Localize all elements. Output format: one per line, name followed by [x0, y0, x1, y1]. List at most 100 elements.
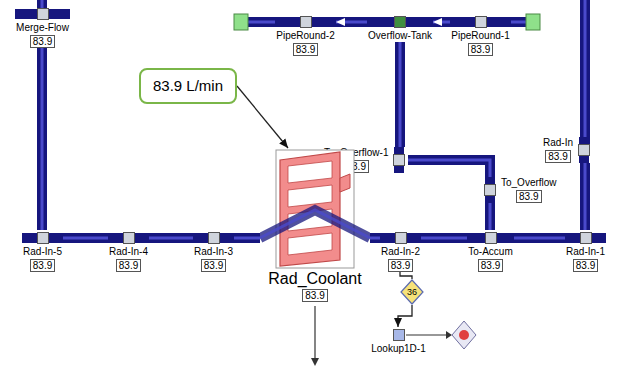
signal-line — [237, 86, 288, 148]
radiator-cap — [340, 174, 350, 192]
component-node: PipeRound-183.9 — [450, 14, 511, 56]
pipe-body — [234, 233, 260, 243]
pipe-body — [395, 42, 405, 147]
component-label: To-Accum — [467, 246, 513, 258]
callout-text: 83.9 L/min — [153, 77, 223, 95]
flow-value: 83.9 — [30, 259, 55, 272]
component-label: PipeRound-1 — [450, 30, 510, 42]
component-icon — [475, 16, 487, 28]
component-label: PipeRound-2 — [275, 30, 335, 42]
icon-row — [193, 230, 234, 246]
callout-box: 83.9 L/min — [139, 68, 237, 104]
label-column: Rad-In83.9 — [540, 137, 576, 163]
pipe-body — [514, 233, 565, 243]
coolant-pipe — [234, 238, 260, 239]
component-icon — [37, 8, 49, 20]
flow-value: 83.9 — [573, 259, 598, 272]
component-icon — [300, 16, 312, 28]
pipe-body — [37, 48, 47, 230]
component-node: PipeRound-283.9 — [275, 14, 336, 56]
pipe-core — [370, 237, 380, 240]
icon-row — [380, 230, 421, 246]
pipe-body — [370, 233, 380, 243]
component-node: Merge-Flow83.9 — [15, 6, 70, 48]
component-node: Rad-In-483.9 — [108, 230, 149, 272]
diamond-shape — [401, 280, 423, 304]
icon-row — [108, 230, 149, 246]
component-label: Rad-In-3 — [193, 246, 234, 258]
flow-value: 83.9 — [201, 259, 226, 272]
icon-row — [367, 14, 433, 30]
coolant-pipe — [433, 22, 450, 23]
coolant-pipe — [42, 48, 43, 230]
pipe-body — [336, 17, 367, 27]
coolant-pipe — [370, 238, 380, 239]
component-node: Rad-In83.9 — [540, 137, 593, 163]
component-node: Rad-In-583.9 — [22, 230, 63, 272]
outlet-arrowhead — [311, 358, 319, 366]
connector-line — [237, 86, 288, 148]
component-icon — [123, 232, 135, 244]
pipe-end — [526, 14, 540, 30]
radiator-drawing — [260, 148, 370, 270]
radiator-fin — [288, 233, 332, 255]
pipe-core — [433, 21, 450, 24]
pipe-body — [421, 233, 467, 243]
pipe-core — [41, 48, 44, 230]
connector-line — [400, 272, 412, 279]
icon-row — [467, 230, 514, 246]
icon-row — [370, 327, 427, 343]
component-icon — [395, 232, 407, 244]
component-node: To-Accum83.9 — [467, 230, 514, 272]
icon-row — [275, 14, 336, 30]
pipe-core — [584, 0, 587, 150]
pipe-core — [234, 237, 260, 240]
pipe-core — [336, 21, 367, 24]
component-icon — [208, 232, 220, 244]
component-label: Overflow-Tank — [367, 30, 433, 42]
signal-line — [398, 305, 412, 327]
signal-value: 36 — [407, 287, 417, 297]
flow-value: 83.9 — [545, 150, 570, 163]
component-label: Rad-In — [542, 137, 574, 149]
pipe-core — [421, 237, 467, 240]
flow-value: 83.9 — [30, 35, 55, 48]
component-label: Rad-In-5 — [22, 246, 63, 258]
radiator-fin — [288, 185, 332, 207]
component-label: Rad_Coolant — [268, 270, 361, 288]
pipe-core — [584, 163, 587, 230]
component-icon — [393, 154, 405, 166]
pipe-body — [433, 17, 450, 27]
pipe-end — [234, 14, 248, 30]
monitor-dot — [459, 330, 469, 340]
pipe-core — [399, 42, 402, 147]
coolant-pipe — [490, 203, 491, 230]
pipe-core — [489, 203, 492, 230]
component-icon — [37, 232, 49, 244]
component-label: To_Overflow — [500, 177, 558, 189]
flow-value: 83.9 — [468, 43, 493, 56]
signal-wire — [406, 334, 448, 335]
icon-column — [576, 137, 592, 163]
label-column: To_Overflow83.9 — [498, 177, 560, 203]
coolant-pipe — [421, 238, 467, 239]
component-icon — [484, 184, 496, 196]
component-icon — [485, 232, 497, 244]
component-node: Rad-In-183.9 — [565, 230, 606, 272]
coolant-pipe — [585, 163, 586, 230]
pipe-body — [408, 160, 490, 177]
pipe-stub — [42, 0, 585, 150]
flow-value: 83.9 — [293, 43, 318, 56]
pipe-body — [63, 233, 108, 243]
radiator-node: Rad_Coolant83.9 — [260, 148, 370, 302]
pipe-body — [485, 203, 495, 230]
radiator-fin — [288, 161, 332, 183]
icon-row — [15, 6, 70, 22]
pipe-core — [149, 237, 193, 240]
pipe-body — [149, 233, 193, 243]
pipe-stub — [580, 0, 590, 150]
tank-icon — [394, 16, 406, 28]
flow-value: 83.9 — [388, 259, 413, 272]
outlet-arrow — [314, 306, 315, 360]
